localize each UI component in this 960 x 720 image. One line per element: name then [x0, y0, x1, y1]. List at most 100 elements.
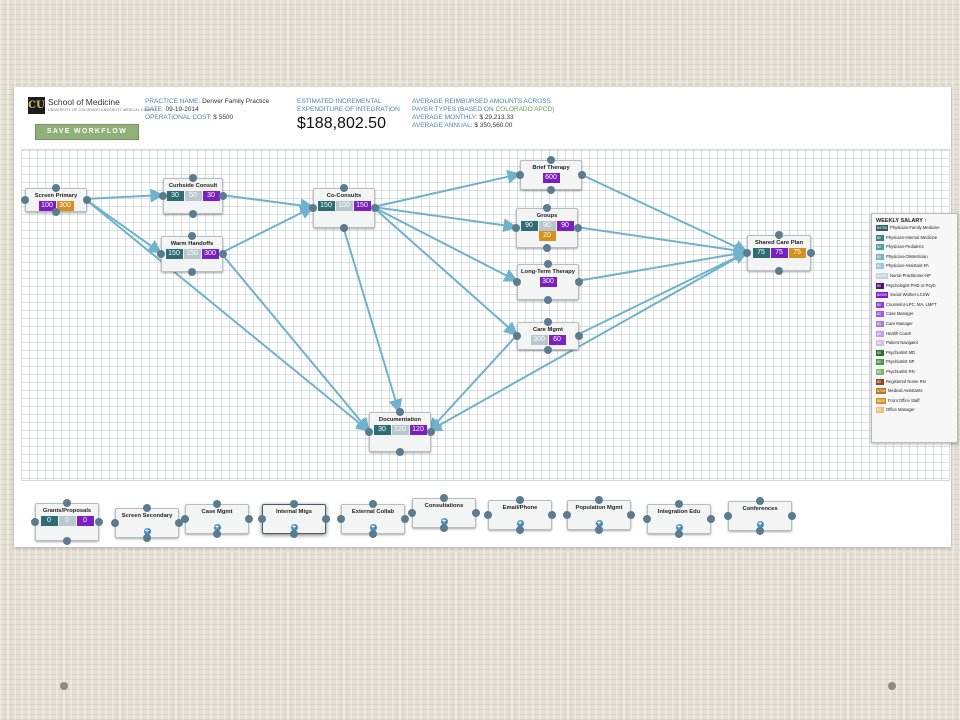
- connector-port[interactable]: [371, 204, 379, 212]
- add-plus-icon[interactable]: +: [756, 521, 764, 528]
- connector-port[interactable]: [675, 500, 683, 508]
- connector-port[interactable]: [548, 511, 556, 519]
- connector-port[interactable]: [472, 509, 480, 517]
- connector-port[interactable]: [369, 530, 377, 538]
- connector-port[interactable]: [258, 515, 266, 523]
- connector-port[interactable]: [595, 496, 603, 504]
- connector-port[interactable]: [544, 296, 552, 304]
- connector-port[interactable]: [52, 184, 60, 192]
- connector-port[interactable]: [513, 332, 521, 340]
- connector-port[interactable]: [63, 499, 71, 507]
- connector-port[interactable]: [21, 196, 29, 204]
- tray-node-email-phone[interactable]: Email/Phone+: [484, 496, 556, 534]
- connector-port[interactable]: [427, 428, 435, 436]
- connector-port[interactable]: [627, 511, 635, 519]
- add-plus-icon[interactable]: +: [143, 528, 151, 535]
- connector-port[interactable]: [181, 515, 189, 523]
- tray-node-screen-secondary[interactable]: Screen Secondary+: [111, 504, 183, 542]
- add-plus-icon[interactable]: +: [595, 520, 603, 527]
- connector-port[interactable]: [675, 530, 683, 538]
- connector-port[interactable]: [516, 526, 524, 534]
- connector-port[interactable]: [143, 504, 151, 512]
- save-workflow-button[interactable]: SAVE WORKFLOW: [35, 124, 139, 140]
- connector-port[interactable]: [743, 249, 751, 257]
- connector-port[interactable]: [807, 249, 815, 257]
- connector-port[interactable]: [245, 515, 253, 523]
- connector-port[interactable]: [724, 512, 732, 520]
- connector-port[interactable]: [547, 186, 555, 194]
- connector-port[interactable]: [512, 224, 520, 232]
- connector-port[interactable]: [188, 268, 196, 276]
- connector-port[interactable]: [775, 267, 783, 275]
- connector-port[interactable]: [31, 518, 39, 526]
- connector-port[interactable]: [756, 527, 764, 535]
- connector-port[interactable]: [143, 534, 151, 542]
- tray-node-internal-mtgs[interactable]: Internal Mtgs+: [258, 500, 330, 538]
- connector-port[interactable]: [775, 231, 783, 239]
- connector-port[interactable]: [440, 494, 448, 502]
- connector-port[interactable]: [563, 511, 571, 519]
- connector-port[interactable]: [322, 515, 330, 523]
- connector-port[interactable]: [188, 232, 196, 240]
- connector-port[interactable]: [369, 500, 377, 508]
- connector-port[interactable]: [516, 171, 524, 179]
- connector-port[interactable]: [547, 156, 555, 164]
- connector-port[interactable]: [595, 526, 603, 534]
- connector-port[interactable]: [544, 260, 552, 268]
- connector-port[interactable]: [337, 515, 345, 523]
- connector-port[interactable]: [543, 244, 551, 252]
- connector-port[interactable]: [219, 250, 227, 258]
- connector-port[interactable]: [544, 318, 552, 326]
- connector-port[interactable]: [484, 511, 492, 519]
- connector-port[interactable]: [189, 210, 197, 218]
- tray-node-conferences[interactable]: Conferences+: [724, 497, 796, 535]
- connector-port[interactable]: [513, 278, 521, 286]
- connector-port[interactable]: [111, 519, 119, 527]
- connector-port[interactable]: [340, 184, 348, 192]
- connector-port[interactable]: [189, 174, 197, 182]
- connector-port[interactable]: [401, 515, 409, 523]
- connector-port[interactable]: [309, 204, 317, 212]
- connector-port[interactable]: [396, 408, 404, 416]
- connector-port[interactable]: [213, 500, 221, 508]
- tray-node-integration-edu[interactable]: Integration Edu+: [643, 500, 715, 538]
- connector-port[interactable]: [544, 346, 552, 354]
- connector-port[interactable]: [643, 515, 651, 523]
- add-plus-icon[interactable]: +: [440, 518, 448, 525]
- tray-node-case-mgmt[interactable]: Case Mgmt+: [181, 500, 253, 538]
- connector-port[interactable]: [788, 512, 796, 520]
- connector-port[interactable]: [219, 192, 227, 200]
- add-plus-icon[interactable]: +: [369, 524, 377, 531]
- connector-port[interactable]: [159, 192, 167, 200]
- connector-port[interactable]: [290, 500, 298, 508]
- connector-port[interactable]: [290, 530, 298, 538]
